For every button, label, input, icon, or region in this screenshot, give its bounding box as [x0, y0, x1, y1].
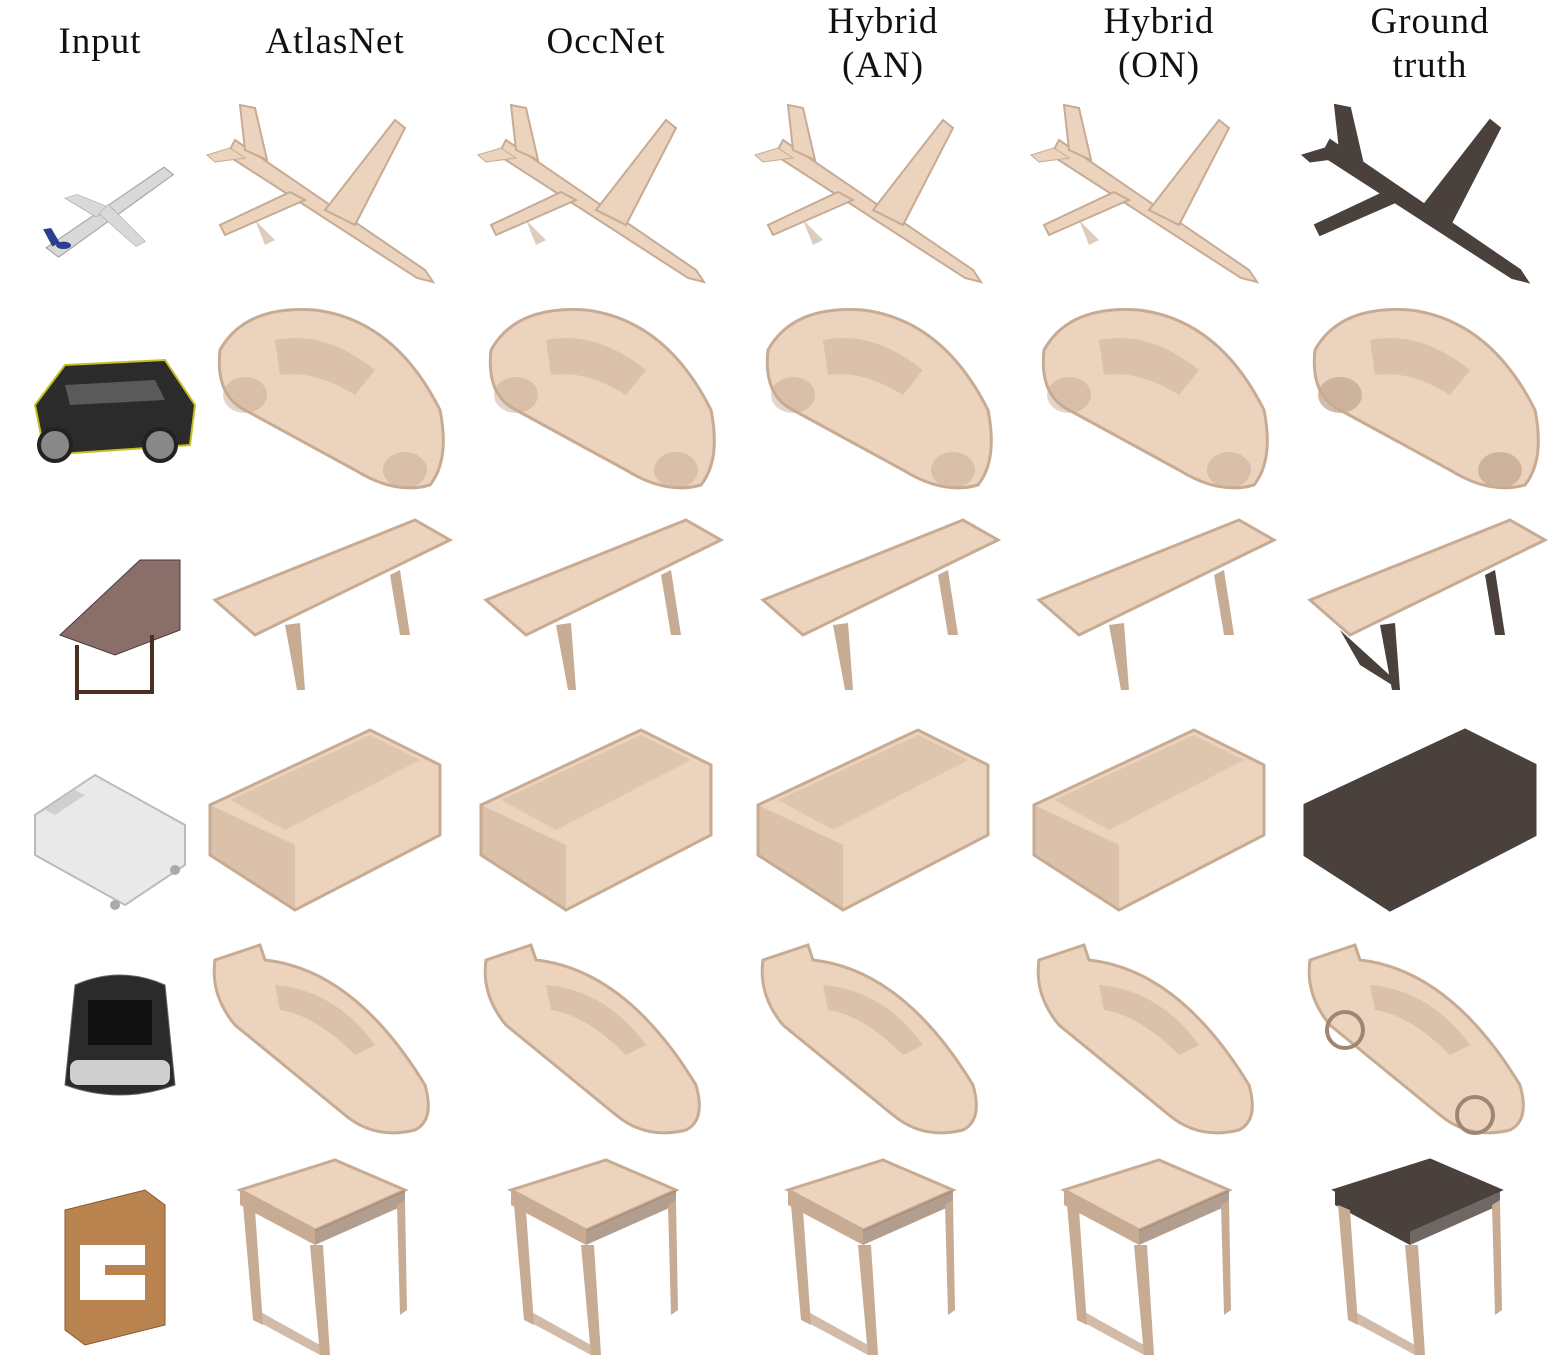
header-atlasnet: AtlasNet: [205, 20, 465, 64]
header-hybrid-on-line-1: Hybrid: [1103, 1, 1215, 42]
suv-input-render: [10, 300, 210, 510]
header-hybrid-an-line-2: (AN): [841, 45, 925, 86]
side-table-ground-truth-render: [1300, 1150, 1550, 1360]
table-hybrid-an-render: [753, 515, 1011, 725]
header-input-line-1: Input: [58, 21, 142, 62]
side-table-hybrid-on-render: [1029, 1150, 1287, 1360]
header-ground-truth-line-2: truth: [1392, 45, 1468, 86]
sofa-input-render: [10, 715, 210, 925]
header-occnet: OccNet: [476, 20, 736, 64]
header-atlasnet-line-1: AtlasNet: [265, 21, 405, 62]
header-occnet-line-1: OccNet: [546, 21, 666, 62]
side-table-atlasnet-render: [205, 1150, 463, 1360]
header-hybrid-on: Hybrid (ON): [1029, 0, 1289, 88]
suv-atlasnet-render: [205, 300, 463, 510]
side-table-hybrid-an-render: [753, 1150, 1011, 1360]
sports-car-occnet-render: [476, 935, 734, 1145]
table-hybrid-on-render: [1029, 515, 1287, 725]
table-ground-truth-render: [1300, 515, 1550, 725]
side-table-input-render: [10, 1150, 210, 1360]
airplane-ground-truth-render: [1300, 100, 1550, 310]
airplane-hybrid-on-render: [1029, 100, 1287, 310]
suv-occnet-render: [476, 300, 734, 510]
suv-ground-truth-render: [1300, 300, 1550, 510]
header-hybrid-on-line-2: (ON): [1117, 45, 1201, 86]
airplane-atlasnet-render: [205, 100, 463, 310]
suv-hybrid-on-render: [1029, 300, 1287, 510]
sports-car-atlasnet-render: [205, 935, 463, 1145]
airplane-input-render: [10, 100, 210, 310]
airplane-occnet-render: [476, 100, 734, 310]
table-atlasnet-render: [205, 515, 463, 725]
sofa-hybrid-on-render: [1029, 715, 1287, 925]
sofa-occnet-render: [476, 715, 734, 925]
header-hybrid-an: Hybrid (AN): [753, 0, 1013, 88]
sofa-atlasnet-render: [205, 715, 463, 925]
airplane-hybrid-an-render: [753, 100, 1011, 310]
header-ground-truth-line-1: Ground: [1370, 1, 1490, 42]
table-input-render: [10, 515, 210, 725]
sofa-ground-truth-render: [1300, 715, 1550, 925]
sports-car-input-render: [10, 935, 210, 1145]
sports-car-hybrid-on-render: [1029, 935, 1287, 1145]
sports-car-hybrid-an-render: [753, 935, 1011, 1145]
table-occnet-render: [476, 515, 734, 725]
header-ground-truth: Ground truth: [1300, 0, 1550, 88]
side-table-occnet-render: [476, 1150, 734, 1360]
sofa-hybrid-an-render: [753, 715, 1011, 925]
header-input: Input: [0, 20, 230, 64]
sports-car-ground-truth-render: [1300, 935, 1550, 1145]
suv-hybrid-an-render: [753, 300, 1011, 510]
header-hybrid-an-line-1: Hybrid: [827, 1, 939, 42]
